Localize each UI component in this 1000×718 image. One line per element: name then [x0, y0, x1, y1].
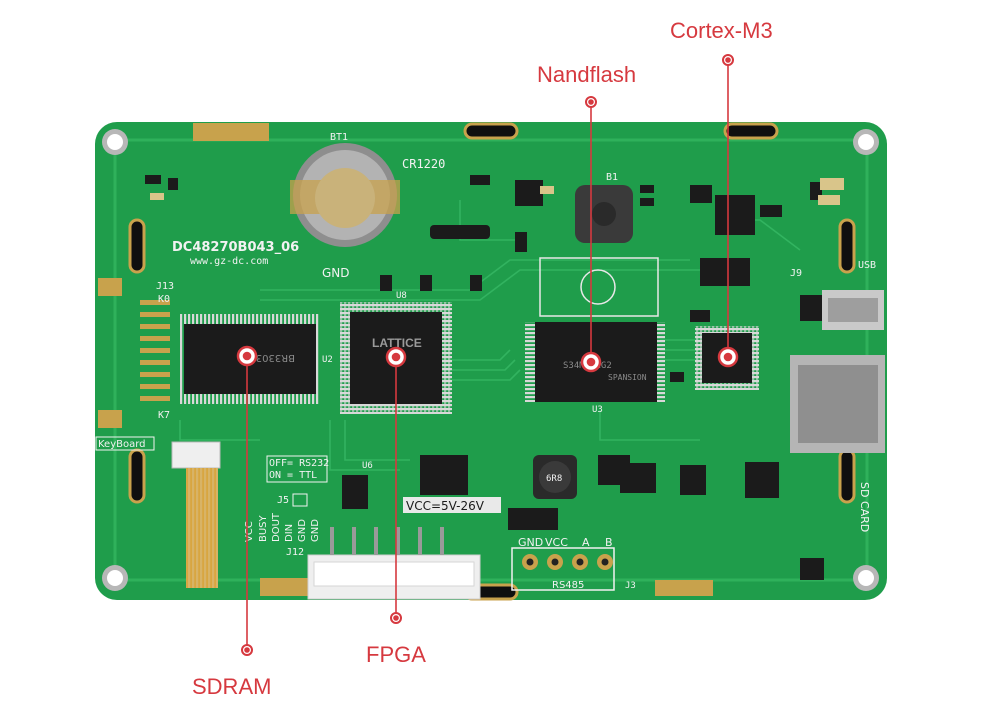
k0-label: K0 — [158, 294, 170, 305]
cortex-m3-chip — [695, 326, 759, 390]
u3-label: U3 — [592, 405, 603, 415]
j12-label: J12 — [286, 547, 304, 558]
keyboard-label: KeyBoard — [98, 439, 146, 450]
nand-brand-text: SPANSION — [608, 373, 647, 382]
fpga-chip: LATTICE U8 — [340, 291, 452, 414]
usb-label: USB — [858, 260, 876, 271]
j12-pin-label: DOUT — [271, 512, 282, 542]
mode-line-2: ON = TTL — [269, 470, 317, 481]
sdram-chip-text: BR3303 21 — [240, 352, 295, 363]
vcc-range-label: VCC=5V-26V — [406, 499, 485, 513]
j12-pin-labels: VCC BUSY DOUT DIN GND GND — [244, 512, 321, 542]
sdram-callout: SDRAM — [192, 674, 272, 699]
sd-card-slot: SD CARD — [790, 355, 885, 532]
battery-type-label: CR1220 — [402, 157, 445, 171]
keyboard-connector: J13 K0 K7 KeyBoard — [95, 278, 174, 451]
fpga-brand-text: LATTICE — [372, 336, 422, 350]
rs485-pin-label: A — [582, 536, 590, 549]
j12-pin-label: GND — [297, 519, 308, 542]
j9-label: J9 — [790, 268, 802, 279]
mode-line-1: OFF= RS232 — [269, 458, 329, 469]
pcb-traces — [179, 200, 801, 471]
cortex-m3-callout: Cortex-M3 — [670, 18, 773, 43]
usb-connector: USB J9 — [790, 260, 884, 330]
u2-label: U2 — [322, 355, 333, 365]
j12-connector — [307, 527, 481, 600]
board-url-label: www.gz-dc.com — [190, 256, 268, 267]
u6-label: U6 — [362, 461, 373, 471]
j3-label: J3 — [625, 581, 636, 591]
mounting-holes — [102, 129, 879, 591]
j12-pin-label: DIN — [284, 524, 295, 542]
smd-components — [145, 175, 844, 382]
j12-pin-label: VCC — [244, 521, 255, 542]
nandflash-callout: Nandflash — [537, 62, 637, 87]
k7-label: K7 — [158, 410, 170, 421]
rs485-pin-label: VCC — [545, 536, 568, 549]
rs485-label: RS485 — [552, 580, 584, 591]
j5-label: J5 — [277, 495, 289, 506]
ribbon-cable — [171, 441, 221, 588]
sd-card-label: SD CARD — [858, 482, 871, 532]
j13-label: J13 — [156, 281, 174, 292]
battery-ref-label: BT1 — [330, 132, 348, 143]
b1-label: B1 — [606, 172, 618, 183]
rs485-pin-label: GND — [518, 536, 543, 549]
nand-footprint — [539, 257, 659, 317]
callout-leaders — [236, 54, 739, 656]
l3-text: 6R8 — [546, 474, 562, 484]
lower-ics — [342, 455, 824, 580]
fpga-callout: FPGA — [366, 642, 426, 667]
gnd-label: GND — [322, 266, 350, 280]
j12-pin-label: BUSY — [258, 514, 269, 542]
board-model-label: DC48270B043_06 — [172, 240, 299, 255]
j12-pin-label: GND — [310, 519, 321, 542]
rs485-header: GND VCC A B RS485 J3 — [511, 536, 636, 591]
rs485-pin-label: B — [605, 536, 613, 549]
u8-label: U8 — [396, 291, 407, 301]
inductor-l3: 6R8 — [533, 455, 577, 499]
buzzer: B1 — [575, 172, 633, 243]
battery-holder: BT1 CR1220 GND — [290, 132, 445, 280]
